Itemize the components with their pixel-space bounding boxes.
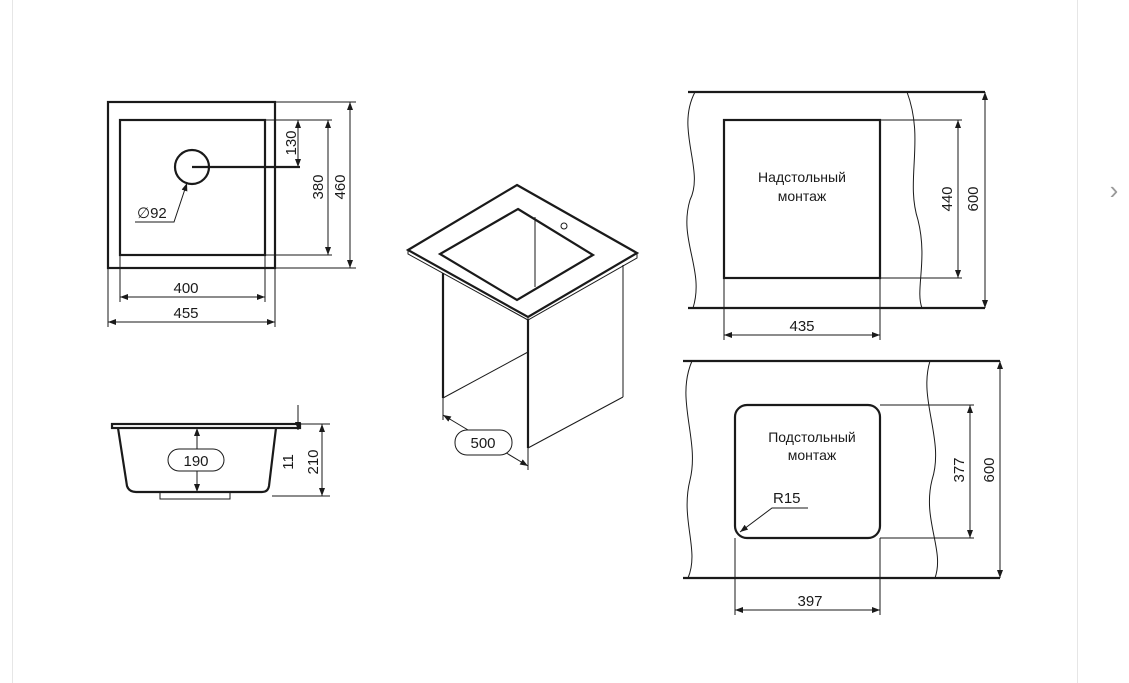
overmount-dim-width: 435 (789, 318, 814, 335)
corner-radius: R15 (773, 490, 801, 507)
undermount-label-1: Подстольный (768, 429, 856, 445)
overmount-cutout: Надстольный монтаж 440 600 435 (686, 90, 988, 340)
undermount-dim-depth: 377 (951, 457, 968, 482)
gallery-frame-left (12, 0, 13, 683)
dim-outer-depth: 460 (332, 174, 349, 199)
undermount-dim-width: 397 (797, 593, 822, 610)
gallery-frame-right (1077, 0, 1078, 683)
overmount-dim-counter: 600 (965, 186, 982, 211)
overmount-label-1: Надстольный (758, 169, 846, 185)
next-image-button[interactable]: › (1100, 172, 1128, 208)
dim-cabinet: 500 (470, 435, 495, 452)
dim-hole-offset: 130 (283, 130, 300, 155)
dim-outer-width: 455 (173, 305, 198, 322)
overmount-label-2: монтаж (778, 188, 827, 204)
chevron-right-icon: › (1109, 174, 1119, 205)
overmount-dim-depth: 440 (939, 186, 956, 211)
dim-total-height: 210 (305, 449, 322, 474)
dim-bowl-depth: 190 (183, 453, 208, 470)
side-view: 190 11 210 (110, 405, 330, 500)
dim-inner-depth: 380 (310, 174, 327, 199)
undermount-cutout: Подстольный монтаж R15 377 600 397 (683, 359, 1003, 615)
undermount-label-2: монтаж (788, 447, 837, 463)
dim-inner-width: 400 (173, 280, 198, 297)
top-view: 130 380 460 400 455 ∅92 (106, 100, 356, 327)
dim-rim: 11 (280, 454, 297, 470)
undermount-dim-counter: 600 (981, 457, 998, 482)
hole-diameter: ∅92 (137, 205, 167, 222)
isometric-view: 500 (405, 183, 640, 470)
